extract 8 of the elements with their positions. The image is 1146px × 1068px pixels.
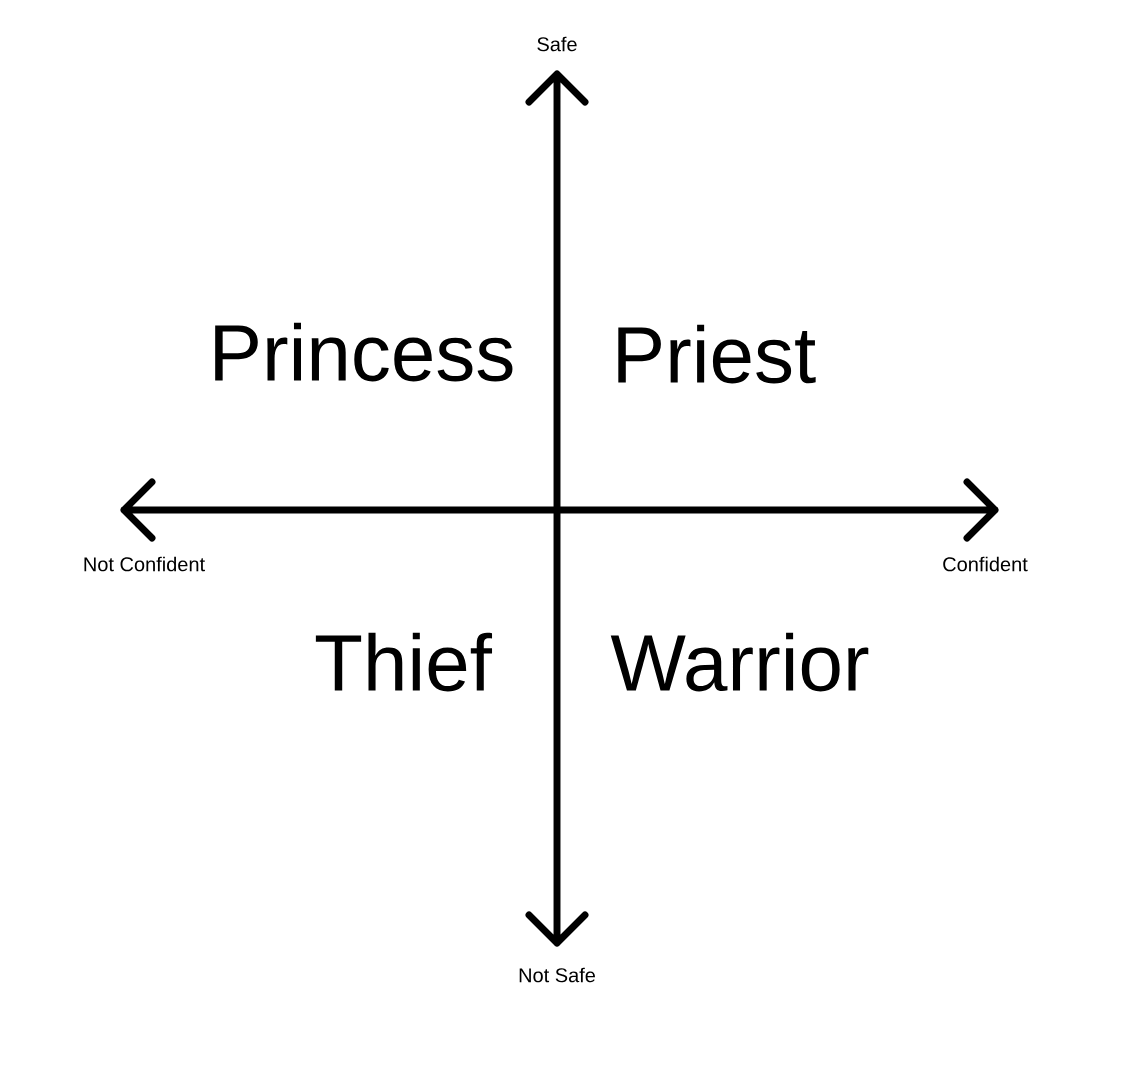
quadrant-label: Warrior (610, 632, 869, 692)
quadrant-label: Thief (315, 632, 493, 692)
quadrant-label: Priest (618, 324, 816, 384)
quadrant-label: Princess (215, 322, 513, 382)
axis-label: Not Safe (519, 967, 595, 983)
axis-label: Confident (943, 556, 1028, 572)
axis-label: Safe (537, 36, 577, 52)
axis-label: Not Confident (84, 556, 205, 572)
